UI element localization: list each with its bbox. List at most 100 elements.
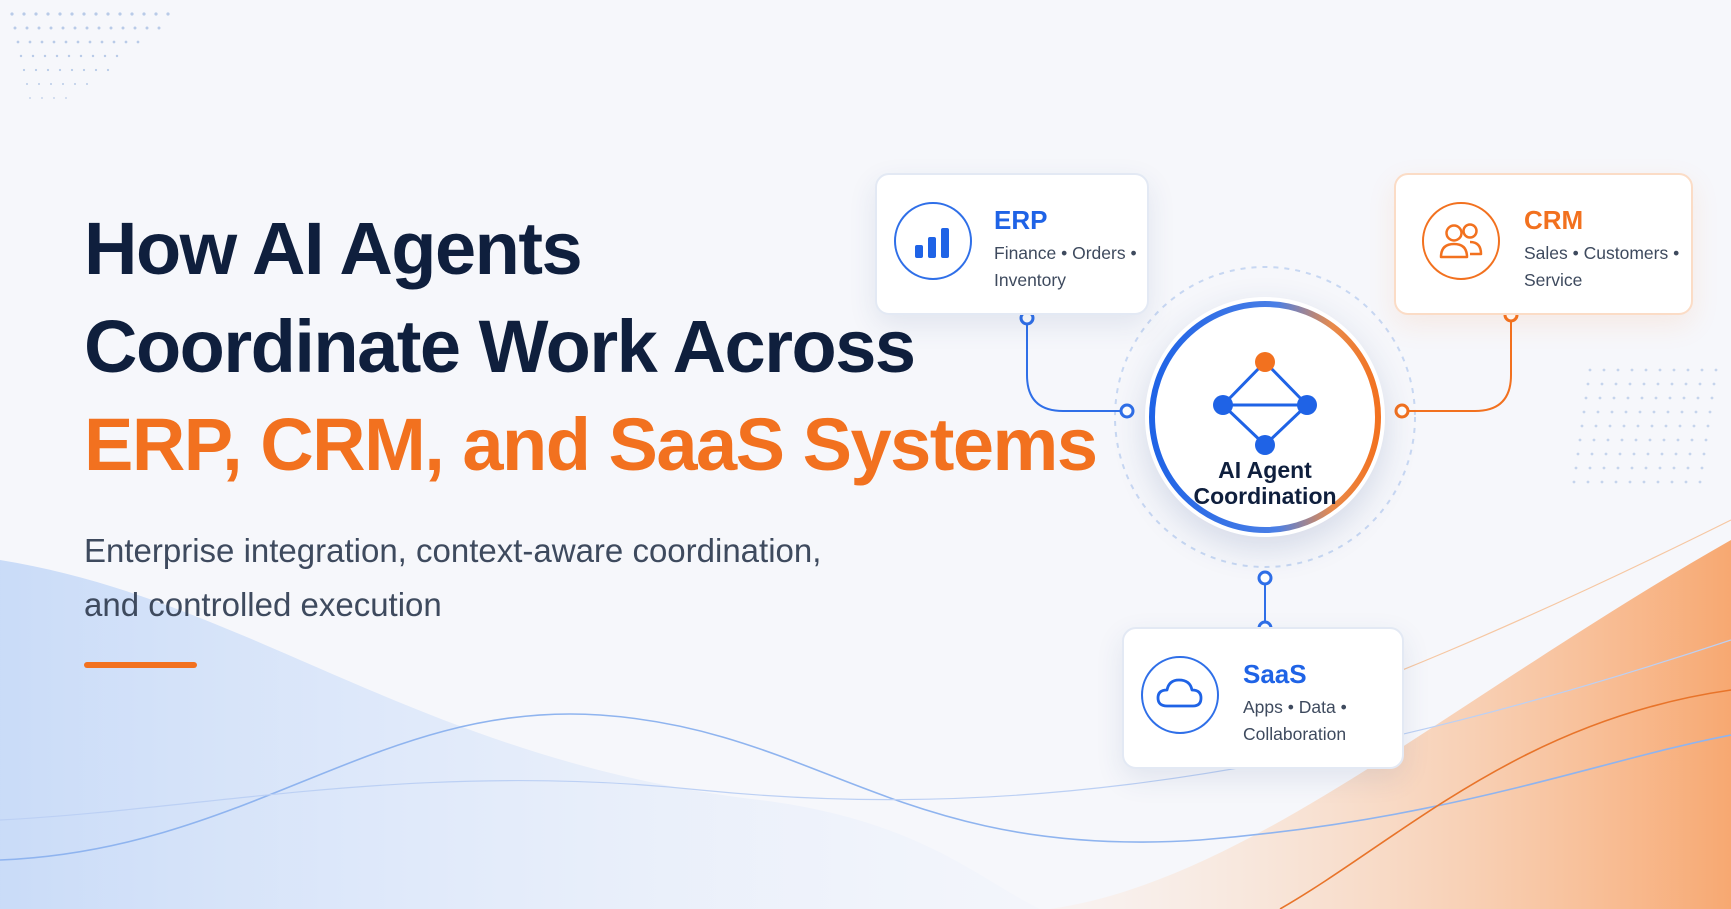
title-line-3-highlight: ERP, CRM, and SaaS Systems <box>84 403 1098 486</box>
hub-ring <box>1149 301 1381 533</box>
decor-dot <box>1632 452 1636 456</box>
page-title: How AI Agents Coordinate Work Across ERP… <box>84 200 1098 494</box>
decor-dot <box>1612 396 1616 400</box>
erp-card: ERP Finance • Orders • Inventory <box>875 173 1149 315</box>
decor-dot <box>1636 424 1640 428</box>
decor-dot <box>49 26 53 30</box>
decor-dot <box>133 26 137 30</box>
decor-dot <box>46 12 50 16</box>
decor-dot <box>1672 466 1676 470</box>
decor-dot <box>1692 424 1696 428</box>
decor-dot <box>121 26 125 30</box>
erp-name: ERP <box>994 205 1048 235</box>
erp-desc-line-2: Inventory <box>994 270 1066 290</box>
crm-card: CRM Sales • Customers • Service <box>1394 173 1693 315</box>
decor-dot <box>1600 382 1604 386</box>
decor-dot <box>1584 396 1588 400</box>
decor-dot <box>1712 382 1716 386</box>
decor-dot <box>1642 382 1646 386</box>
decor-dot <box>1714 368 1718 372</box>
decor-dot <box>1576 452 1580 456</box>
saas-card: SaaS Apps • Data • Collaboration <box>1122 627 1404 769</box>
decor-dot <box>1662 438 1666 442</box>
decor-dot <box>1600 480 1604 484</box>
decor-dot <box>1710 396 1714 400</box>
decor-dot <box>1644 466 1648 470</box>
decor-dot <box>1578 438 1582 442</box>
decor-dot <box>1680 410 1684 414</box>
decor-dot <box>1684 382 1688 386</box>
decor-dot <box>26 83 28 85</box>
decor-dot <box>1572 480 1576 484</box>
decor-dot <box>67 54 71 58</box>
decor-dot <box>1644 368 1648 372</box>
decor-dot <box>28 40 32 44</box>
decor-dot <box>1622 424 1626 428</box>
crm-description: Sales • Customers • Service <box>1524 240 1684 294</box>
decor-dot <box>1628 382 1632 386</box>
decor-dot <box>1592 438 1596 442</box>
decor-dot <box>124 40 128 44</box>
ai-agent-hub: AI Agent Coordination <box>1145 297 1385 537</box>
decor-dot <box>1620 438 1624 442</box>
decor-dot <box>40 40 44 44</box>
decor-dot <box>1650 424 1654 428</box>
decor-dot <box>1652 410 1656 414</box>
decor-dot <box>43 54 47 58</box>
decor-dot <box>31 54 35 58</box>
connector-crm <box>1402 315 1512 412</box>
decor-dot <box>109 26 113 30</box>
decor-dot <box>154 12 158 16</box>
decor-dot <box>1588 368 1592 372</box>
decor-dot <box>1666 410 1670 414</box>
decor-dot <box>34 12 38 16</box>
decor-dot <box>1670 480 1674 484</box>
decor-dot <box>79 54 83 58</box>
decor-dot <box>1628 480 1632 484</box>
decor-dot <box>130 12 134 16</box>
decor-dot <box>50 83 52 85</box>
wave-line-1 <box>0 713 1731 861</box>
decor-dot <box>1708 410 1712 414</box>
decor-dot <box>16 40 20 44</box>
dot-pattern-top-left <box>10 12 170 99</box>
saas-desc-line-2: Collaboration <box>1243 724 1347 744</box>
saas-description: Apps • Data • Collaboration <box>1243 694 1403 748</box>
decor-dot <box>41 97 43 99</box>
hub-label: AI Agent Coordination <box>1145 457 1385 509</box>
decor-dot <box>94 12 98 16</box>
decor-dot <box>142 12 146 16</box>
decor-dot <box>106 12 110 16</box>
decor-dot <box>1602 368 1606 372</box>
orange-wave-fill <box>1050 540 1731 909</box>
decor-dot <box>1688 452 1692 456</box>
decor-dot <box>94 68 98 72</box>
decor-dot <box>53 97 55 99</box>
decor-dot <box>1658 466 1662 470</box>
decor-dot <box>1660 452 1664 456</box>
title-line-2: Coordinate Work Across <box>84 305 916 388</box>
decor-dot <box>70 68 74 72</box>
decor-dot <box>1590 452 1594 456</box>
decor-dot <box>136 40 140 44</box>
saas-desc-line-1: Apps • Data • <box>1243 697 1347 717</box>
connector-erp <box>1026 318 1127 412</box>
decor-dot <box>100 40 104 44</box>
decor-dot <box>82 12 86 16</box>
decor-dot <box>1630 466 1634 470</box>
title-line-1: How AI Agents <box>84 207 583 290</box>
accent-divider <box>84 662 197 668</box>
decor-dot <box>115 54 119 58</box>
decor-dot <box>1656 382 1660 386</box>
decor-dot <box>62 83 64 85</box>
decor-dot <box>64 40 68 44</box>
decor-dot <box>52 40 56 44</box>
decor-dot <box>13 26 17 30</box>
decor-dot <box>1668 396 1672 400</box>
decor-dot <box>1608 424 1612 428</box>
crm-desc-line-1: Sales • Customers • <box>1524 243 1680 263</box>
decor-dot <box>82 68 86 72</box>
decor-dot <box>1588 466 1592 470</box>
wave-line-3 <box>1279 689 1731 909</box>
decor-dot <box>1690 438 1694 442</box>
